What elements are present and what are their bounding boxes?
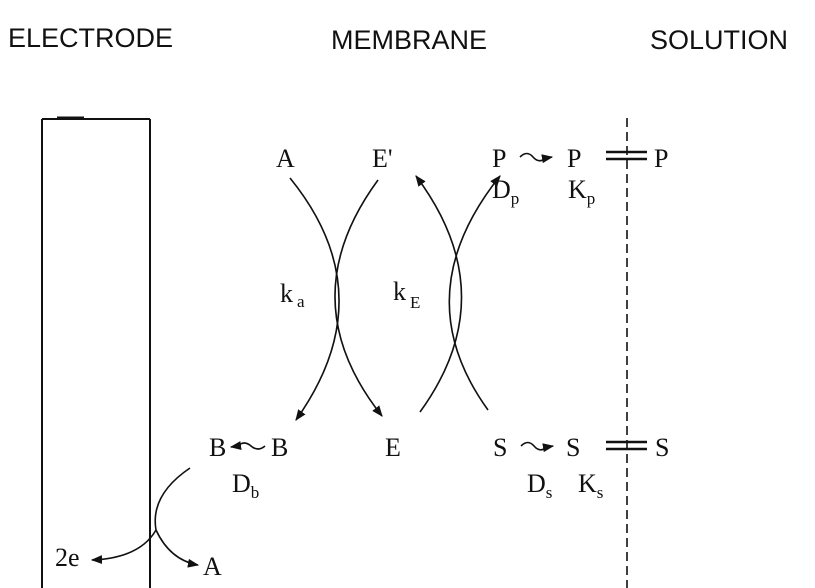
species-b-left: B: [209, 433, 226, 462]
kp-constant: Kp: [568, 175, 595, 208]
arc-s-to-p: [448, 175, 501, 411]
species-e-prime: E': [372, 144, 393, 173]
arc-e-to-e-prime: [415, 175, 463, 413]
p-partition-equilibrium: [606, 150, 647, 161]
p-diffusion-arrow: [519, 152, 554, 164]
solution-header: SOLUTION: [650, 25, 788, 55]
species-a-top: A: [276, 144, 295, 173]
b-diffusion-arrow: [229, 441, 266, 451]
arc-to-a-bottom: [155, 529, 200, 568]
species-s-mid: S: [566, 433, 580, 462]
ds-constant: Ds: [527, 469, 552, 502]
arc-a-to-b: [289, 177, 340, 421]
arc-b-to-electrode: [154, 467, 191, 531]
electron-label: 2e: [55, 543, 80, 572]
species-p-right: P: [654, 144, 668, 173]
s-partition-equilibrium: [606, 440, 647, 451]
species-p-left: P: [492, 144, 506, 173]
electrode-block: [41, 116, 151, 588]
species-s-left: S: [493, 433, 507, 462]
species-s-right: S: [655, 433, 669, 462]
species-a-bottom: A: [203, 552, 222, 581]
db-constant: Db: [232, 469, 259, 502]
s-diffusion-arrow: [520, 441, 555, 453]
electrode-header: ELECTRODE: [8, 23, 173, 53]
ks-constant: Ks: [578, 469, 603, 502]
species-b-right: B: [271, 433, 288, 462]
arc-to-two-e: [90, 529, 157, 565]
species-p-mid: P: [567, 144, 581, 173]
arc-e-prime-to-e: [334, 179, 383, 417]
membrane-header: MEMBRANE: [331, 25, 487, 55]
species-e-bottom: E: [385, 433, 401, 462]
